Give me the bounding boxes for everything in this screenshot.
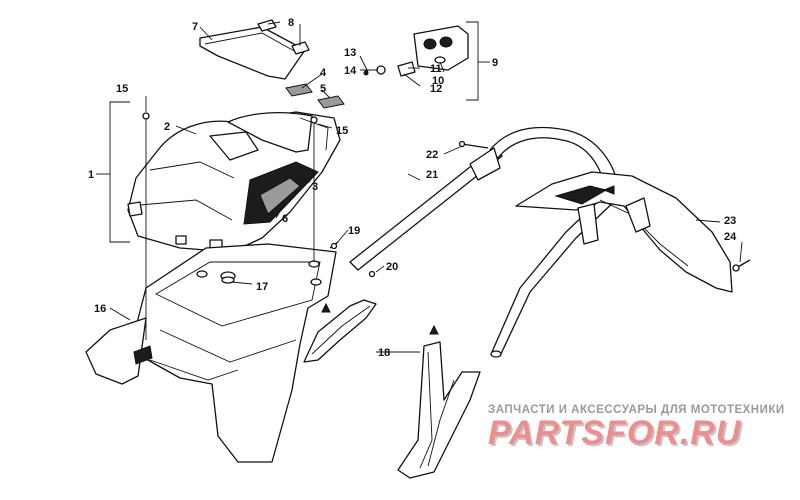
callout-8: 8 <box>288 17 294 29</box>
callout-20: 20 <box>386 261 398 273</box>
group-brackets <box>96 21 490 243</box>
callout-12: 12 <box>430 83 442 95</box>
callout-18: 18 <box>378 347 390 359</box>
callout-9: 9 <box>492 57 498 69</box>
callout-4: 4 <box>320 67 327 79</box>
callout-17: 17 <box>256 281 268 293</box>
callout-15a: 15 <box>116 83 128 95</box>
callout-1: 1 <box>88 169 94 181</box>
tail-light <box>363 25 469 77</box>
lower-rail <box>397 324 481 479</box>
callout-13: 13 <box>344 47 356 59</box>
callout-16: 16 <box>94 303 106 315</box>
watermark-tagline: ЗАПЧАСТИ И АКСЕССУАРЫ ДЛЯ МОТОТЕХНИКИ <box>488 404 785 416</box>
reflector-pads <box>285 83 345 109</box>
callout-22: 22 <box>426 149 438 161</box>
callout-15b: 15 <box>336 125 348 137</box>
callout-14: 14 <box>344 65 357 77</box>
callout-19: 19 <box>348 225 360 237</box>
leader-lines <box>109 21 743 353</box>
callout-23: 23 <box>724 215 736 227</box>
callout-11: 11 <box>430 63 442 75</box>
callout-3: 3 <box>312 181 318 193</box>
watermark-logo[interactable]: PARTSFOR.RU <box>488 414 742 452</box>
callout-5: 5 <box>320 83 326 95</box>
callout-7: 7 <box>192 21 198 33</box>
seat-cover <box>127 111 341 253</box>
side-panel <box>303 299 377 363</box>
bracket-plate <box>199 19 310 80</box>
callout-2: 2 <box>164 121 170 133</box>
callout-6: 6 <box>282 213 288 225</box>
grab-bar-frame <box>349 126 621 358</box>
callout-21: 21 <box>426 169 438 181</box>
storage-tub <box>85 243 337 463</box>
callouts: 1 2 3 4 5 6 7 8 9 10 11 12 13 14 15 15 1… <box>88 17 737 359</box>
rear-fender <box>515 171 733 293</box>
callout-24: 24 <box>724 231 737 243</box>
callout-10: 10 <box>432 75 444 87</box>
